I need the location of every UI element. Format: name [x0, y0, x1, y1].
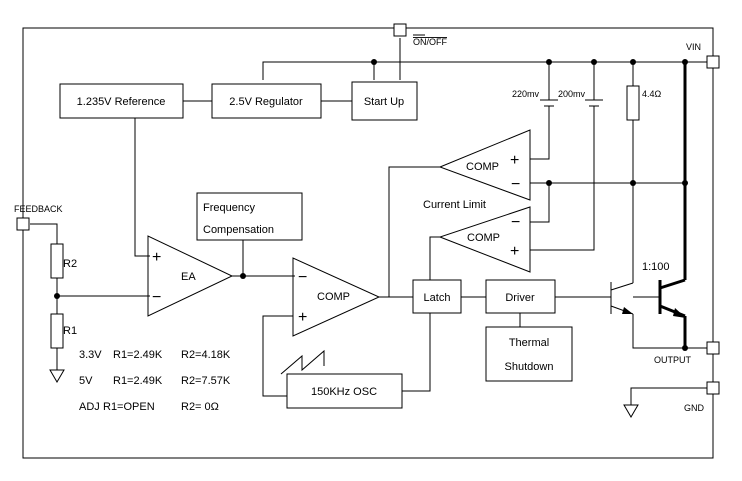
table-row-adj-r1: R1=OPEN — [103, 401, 155, 413]
freq-comp-label-2: Compensation — [203, 224, 274, 236]
comp-cl2-minus-sign: − — [511, 214, 520, 231]
comp-main-label: COMP — [317, 291, 350, 303]
thermal-box — [485, 326, 573, 382]
wire-200-comp — [530, 106, 595, 251]
wire-osc-comp — [262, 315, 293, 397]
comparator-current-limit-1 — [438, 129, 531, 201]
pin-output — [706, 341, 720, 355]
comparator-main — [292, 257, 381, 337]
node-dot — [546, 180, 552, 186]
wire-driver-emitter — [632, 314, 709, 349]
regulator-box — [211, 83, 322, 119]
chip-border — [22, 27, 714, 459]
node-dot — [630, 59, 636, 65]
r-sense-label: 4.4Ω — [642, 89, 662, 99]
wire-220-comp — [530, 106, 550, 160]
ea-label: EA — [181, 271, 196, 283]
wire-gnd — [630, 387, 709, 405]
node-dot — [54, 293, 60, 299]
ratio-label: 1:100 — [642, 261, 670, 273]
pin-on-off — [393, 23, 407, 37]
resistor-r1 — [50, 313, 64, 349]
table-row-3v3-v: 3.3V — [79, 349, 102, 361]
node-dot — [371, 59, 377, 65]
node-dot — [682, 59, 688, 65]
wire-osc-latch — [402, 313, 431, 392]
node-dot — [630, 180, 636, 186]
ea-minus-sign: − — [152, 289, 161, 306]
node-dot — [240, 273, 246, 279]
node-dot — [591, 59, 597, 65]
comp-cl1-label: COMP — [466, 161, 499, 173]
wire-cl2-latch — [429, 236, 440, 280]
regulator-label: 2.5V Regulator — [229, 96, 303, 108]
startup-box — [351, 81, 418, 121]
freq-comp-label-1: Frequency — [203, 202, 255, 214]
comp-cl1-plus-sign: + — [510, 152, 519, 169]
osc-label: 150KHz OSC — [311, 386, 377, 398]
error-amplifier — [147, 235, 234, 317]
v220-label: 220mv — [512, 89, 540, 99]
comparator-current-limit-2 — [438, 206, 531, 273]
current-limit-label: Current Limit — [423, 199, 486, 211]
pin-label-output: OUTPUT — [654, 355, 692, 365]
node-dot — [682, 180, 688, 186]
wire-feedback — [30, 223, 58, 244]
node-dot — [682, 345, 688, 351]
comp-main-plus-sign: + — [298, 309, 307, 326]
wire-rail-vin — [262, 61, 685, 80]
table-row-adj-r2: R2= 0Ω — [181, 401, 219, 413]
comp-cl1-minus-sign: − — [511, 176, 520, 193]
arrow-driver-emitter — [622, 307, 633, 314]
pin-label-vin: VIN — [686, 42, 701, 52]
table-row-3v3-r2: R2=4.18K — [181, 349, 231, 361]
driver-label: Driver — [505, 292, 535, 304]
v200-label: 200mv — [558, 89, 586, 99]
table-row-3v3-r1: R1=2.49K — [113, 349, 163, 361]
pin-vin — [706, 55, 720, 69]
resistor-sense — [626, 85, 640, 121]
wire-ref-ea — [134, 118, 150, 257]
comp-main-minus-sign: − — [298, 269, 307, 286]
table-row-adj-v: ADJ — [79, 401, 100, 413]
sawtooth-symbol — [280, 349, 325, 375]
table-row-5v-r2: R2=7.57K — [181, 375, 231, 387]
wire-sense-comp2 — [530, 183, 550, 223]
thermal-label-1: Thermal — [509, 337, 549, 349]
table-row-5v-r1: R1=2.49K — [113, 375, 163, 387]
resistor-r2 — [50, 243, 64, 279]
node-dot — [546, 59, 552, 65]
table-row-5v-v: 5V — [79, 375, 93, 387]
pin-label-on-off: ON/OFF — [413, 37, 447, 47]
arrow-power-emitter — [673, 308, 686, 318]
ground-symbol-gnd — [623, 404, 639, 418]
pin-label-gnd: GND — [684, 403, 705, 413]
osc-box — [286, 373, 403, 409]
comp-cl2-plus-sign: + — [510, 243, 519, 260]
ground-symbol-feedback — [49, 369, 65, 383]
thermal-label-2: Shutdown — [505, 361, 554, 373]
wire-cl1-latch — [388, 166, 440, 297]
pin-gnd — [706, 381, 720, 395]
r1-label: R1 — [63, 325, 77, 337]
transistor-power-collector — [659, 278, 686, 290]
freq-comp-box — [196, 192, 303, 241]
comp-cl2-label: COMP — [467, 232, 500, 244]
r2-label: R2 — [63, 258, 77, 270]
latch-label: Latch — [424, 292, 451, 304]
transistor-driver-collector — [610, 282, 634, 291]
ea-plus-sign: + — [152, 249, 161, 266]
pin-feedback — [16, 217, 30, 231]
pin-label-feedback: FEEDBACK — [14, 204, 63, 214]
reference-box — [59, 83, 184, 119]
reference-label: 1.235V Reference — [77, 96, 166, 108]
startup-label: Start Up — [364, 96, 404, 108]
